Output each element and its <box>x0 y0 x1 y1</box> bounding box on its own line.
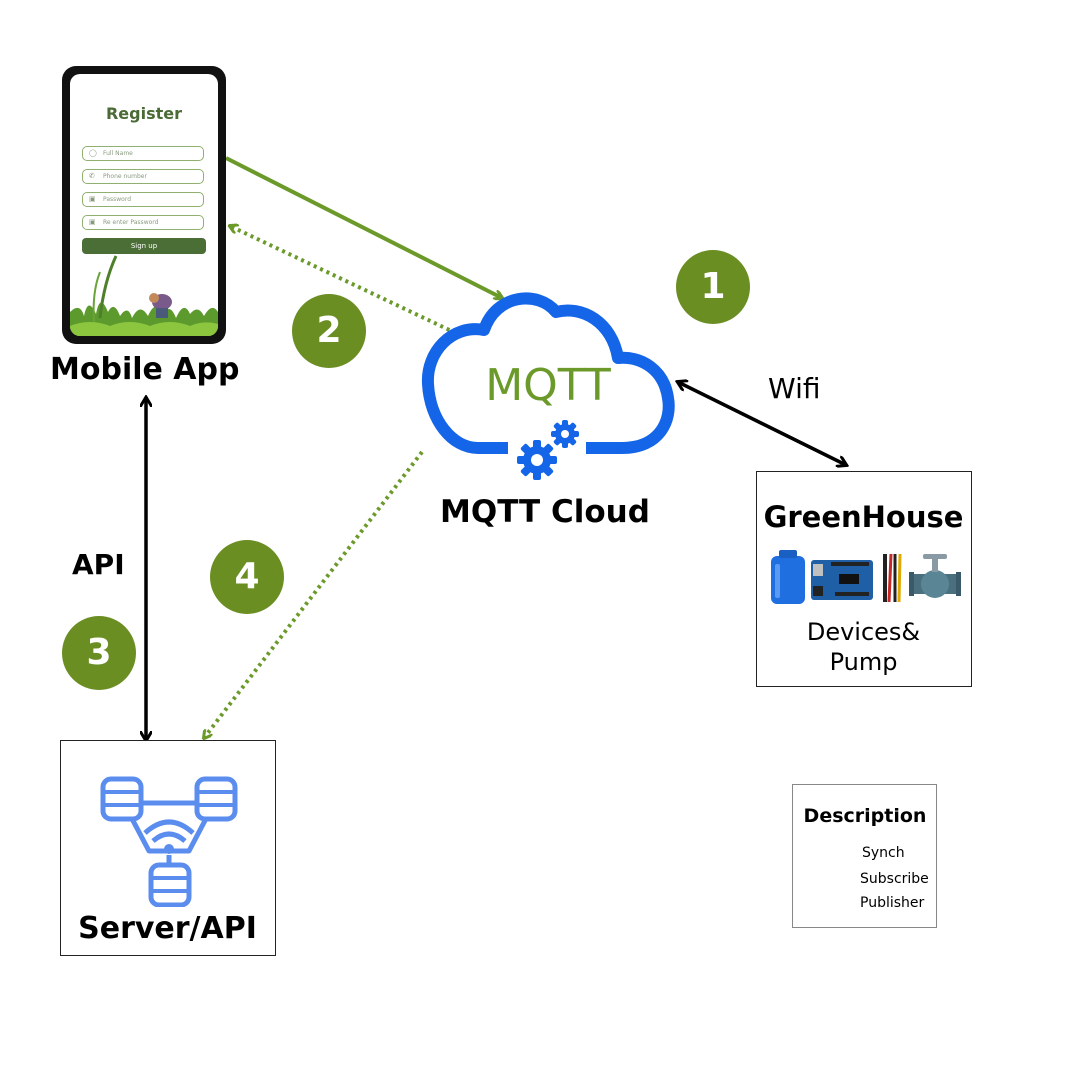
legend-box: Description <box>792 784 937 928</box>
password-field[interactable]: ▣ Password <box>82 192 204 207</box>
legend-subscribe-label: Subscribe <box>860 871 929 887</box>
register-title: Register <box>105 104 183 123</box>
arduino-board-icon <box>811 560 873 600</box>
subscribe-arrow-app <box>230 226 463 338</box>
phone-number-field[interactable]: ✆ Phone number <box>82 169 204 184</box>
valve-pump-icon <box>909 554 961 598</box>
cloud-inner-text: MQTT <box>485 360 611 411</box>
publish-arrow <box>225 156 502 298</box>
wifi-label: Wifi <box>768 372 821 405</box>
password-placeholder: Password <box>103 196 132 203</box>
legend-synch-label: Synch <box>862 845 905 861</box>
lock-icon: ▣ <box>89 218 96 226</box>
server-box: Server/API <box>60 740 276 956</box>
wifi-synch-arrow <box>678 382 846 465</box>
server-label: Server/API <box>78 911 257 946</box>
full-name-placeholder: Full Name <box>103 150 133 157</box>
gears-icon <box>517 420 579 480</box>
greenhouse-caption-2: Pump <box>829 648 898 676</box>
greenhouse-title: GreenHouse <box>763 500 964 534</box>
reenter-password-placeholder: Re enter Password <box>103 219 159 226</box>
sensor-cable-icon <box>883 553 902 603</box>
step-badge-2: 2 <box>292 294 366 368</box>
greenhouse-box: GreenHouse <box>756 471 972 687</box>
legend-publisher-label: Publisher <box>860 895 925 911</box>
person-icon: ◯ <box>89 149 97 157</box>
api-label: API <box>72 548 125 581</box>
greenhouse-devices <box>771 550 961 604</box>
register-screen: Register ◯ Full Name ✆ Phone number ▣ Pa… <box>70 74 218 336</box>
database-network-icon <box>100 776 238 907</box>
phone-icon: ✆ <box>89 172 95 180</box>
signup-button[interactable]: Sign up <box>82 238 206 254</box>
mobile-app-label: Mobile App <box>50 352 240 387</box>
legend-title: Description <box>803 805 927 827</box>
mobile-phone-mockup: Register ◯ Full Name ✆ Phone number ▣ Pa… <box>62 66 226 344</box>
lock-icon: ▣ <box>89 195 96 203</box>
step-badge-1: 1 <box>676 250 750 324</box>
mqtt-cloud-label: MQTT Cloud <box>440 494 650 530</box>
greenhouse-caption-1: Devices& <box>806 618 921 646</box>
full-name-field[interactable]: ◯ Full Name <box>82 146 204 161</box>
step-badge-3: 3 <box>62 616 136 690</box>
phone-number-placeholder: Phone number <box>103 173 147 180</box>
reenter-password-field[interactable]: ▣ Re enter Password <box>82 215 204 230</box>
grass-illustration <box>70 255 218 336</box>
step-badge-4: 4 <box>210 540 284 614</box>
water-tank-icon <box>771 550 805 604</box>
